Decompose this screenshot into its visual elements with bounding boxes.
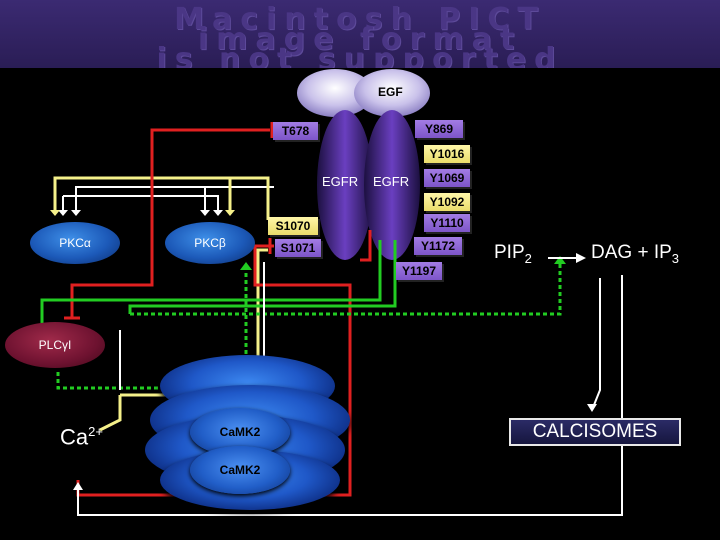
plc-gamma-node: PLCγI <box>5 322 105 368</box>
dag-ip3-sub: 3 <box>671 250 680 266</box>
plc-prefix: PLC <box>38 338 62 352</box>
banner-line: is not supported <box>156 42 564 68</box>
site-y1092: Y1092 <box>424 193 470 211</box>
pkc-beta-greek: β <box>218 236 226 250</box>
site-s1071: S1071 <box>275 239 321 257</box>
pip2-label: PIP2 <box>494 242 532 266</box>
calcium-base: Ca <box>60 424 89 450</box>
calcisomes-box: CALCISOMES <box>509 418 681 446</box>
banner-line: image format <box>197 22 523 57</box>
egf-label: EGF <box>378 85 403 99</box>
dag-ip3-base: DAG + IP <box>591 242 672 263</box>
plc-suffix: I <box>68 338 72 352</box>
unsupported-image-banner: Macintosh PICT image format is not suppo… <box>0 0 720 68</box>
site-y1069: Y1069 <box>424 169 470 187</box>
egf-ligand-left <box>297 69 373 117</box>
pip2-sub: 2 <box>524 250 532 266</box>
egfr-receptor-right <box>364 110 420 260</box>
pkc-beta-prefix: PKC <box>194 236 219 250</box>
calcium-label: Ca2+ <box>60 424 103 450</box>
plc-greek: γ <box>62 338 68 352</box>
egfr-label-right: EGFR <box>373 174 410 189</box>
banner-line: Macintosh PICT <box>174 2 546 37</box>
egfr-label-left: EGFR <box>322 174 359 189</box>
calcium-charge: 2+ <box>88 424 103 439</box>
dag-ip3-label: DAG + IP3 <box>591 242 679 266</box>
site-y1197: Y1197 <box>396 262 442 280</box>
site-y1172: Y1172 <box>414 237 462 255</box>
site-y869: Y869 <box>415 120 463 138</box>
site-y1110: Y1110 <box>424 214 470 232</box>
site-y1016: Y1016 <box>424 145 470 163</box>
pkc-beta-node: PKCβ <box>165 222 255 264</box>
inhibition-bars <box>64 122 274 320</box>
pip2-base: PIP <box>494 242 525 263</box>
site-t678: T678 <box>273 122 318 140</box>
white-branch-arrows <box>62 186 274 210</box>
pkc-alpha-greek: α <box>83 236 91 250</box>
egf-ligand-right <box>354 69 430 117</box>
green-pathway-lines <box>40 240 397 340</box>
pkc-alpha-prefix: PKC <box>59 236 84 250</box>
pkc-alpha-node: PKCα <box>30 222 120 264</box>
egfr-receptor-left <box>317 110 373 260</box>
site-s1070: S1070 <box>268 217 318 235</box>
green-dashed-lines <box>56 262 562 390</box>
camk2-node: CaMK2 <box>190 446 290 494</box>
